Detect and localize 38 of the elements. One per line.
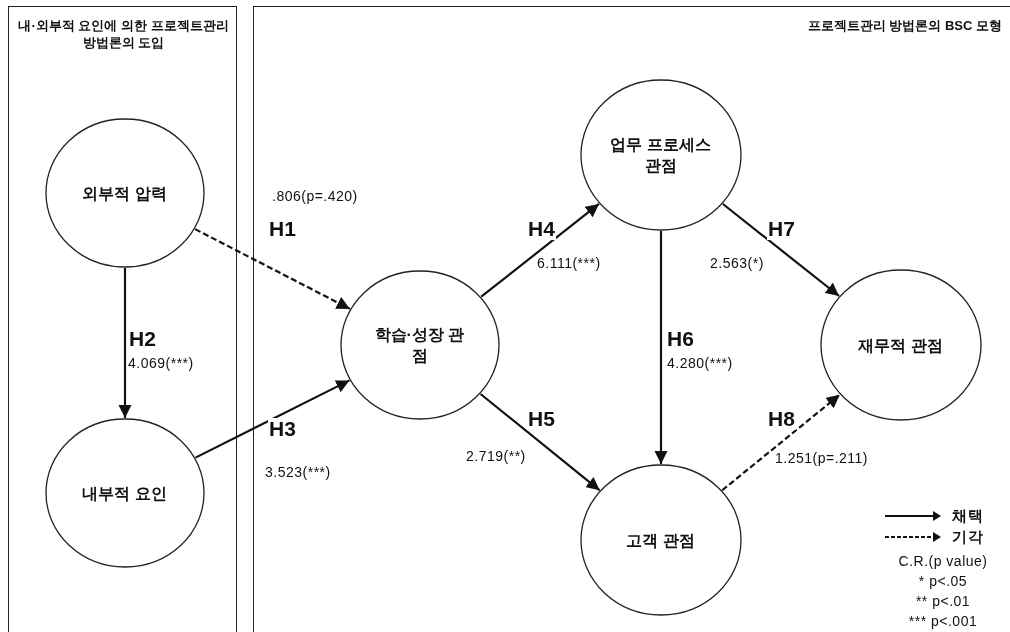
arrow: [118, 268, 132, 418]
construct-circle: [339, 269, 500, 420]
arrow: [480, 203, 600, 298]
construct-circle: [819, 268, 982, 421]
construct-label: 학습·성장 관점: [373, 324, 466, 366]
path-coefficient: 2.719(**): [466, 448, 526, 464]
path-coefficient: 6.111(***): [537, 255, 601, 271]
path-coefficient: 1.251(p=.211): [775, 450, 869, 466]
path-coefficient: .806(p=.420): [272, 188, 358, 204]
construct-circle: [44, 117, 205, 268]
construct-label: 재무적 관점: [857, 335, 944, 355]
path-coefficient: 4.069(***): [128, 355, 194, 371]
path-coefficient: 4.280(***): [667, 355, 733, 371]
panel-title: 프로젝트관리 방법론의 BSC 모형: [807, 17, 1002, 34]
construct-label: 외부적 압력: [81, 183, 168, 203]
arrow: [194, 228, 351, 310]
arrow: [654, 231, 668, 464]
path-coefficient: 2.563(*): [710, 255, 764, 271]
construct-label: 내부적 요인: [81, 483, 168, 503]
panel-frame: [253, 6, 1010, 632]
construct-label: 고객 관점: [625, 530, 696, 550]
panel-title: 내·외부적 요인에 의한 프로젝트관리 방법론의 도입: [17, 17, 230, 51]
construct-circle: [579, 78, 742, 231]
legend-note: ** p<.01: [914, 593, 972, 609]
arrow: [721, 393, 841, 492]
legend-note: C.R.(p value): [897, 553, 989, 569]
arrow: [722, 203, 840, 297]
legend-text: 기각: [952, 529, 983, 545]
construct-circle: [579, 463, 742, 616]
path-coefficient: 3.523(***): [265, 464, 331, 480]
panel-frame: [8, 6, 237, 632]
construct-label: 업무 프로세스 관점: [609, 134, 712, 176]
legend-text: 채택: [952, 508, 983, 524]
construct-circle: [44, 417, 205, 568]
legend-note: *** p<.001: [907, 613, 979, 629]
arrow: [195, 379, 350, 459]
legend-note: * p<.05: [917, 573, 969, 589]
arrow: [479, 393, 601, 492]
